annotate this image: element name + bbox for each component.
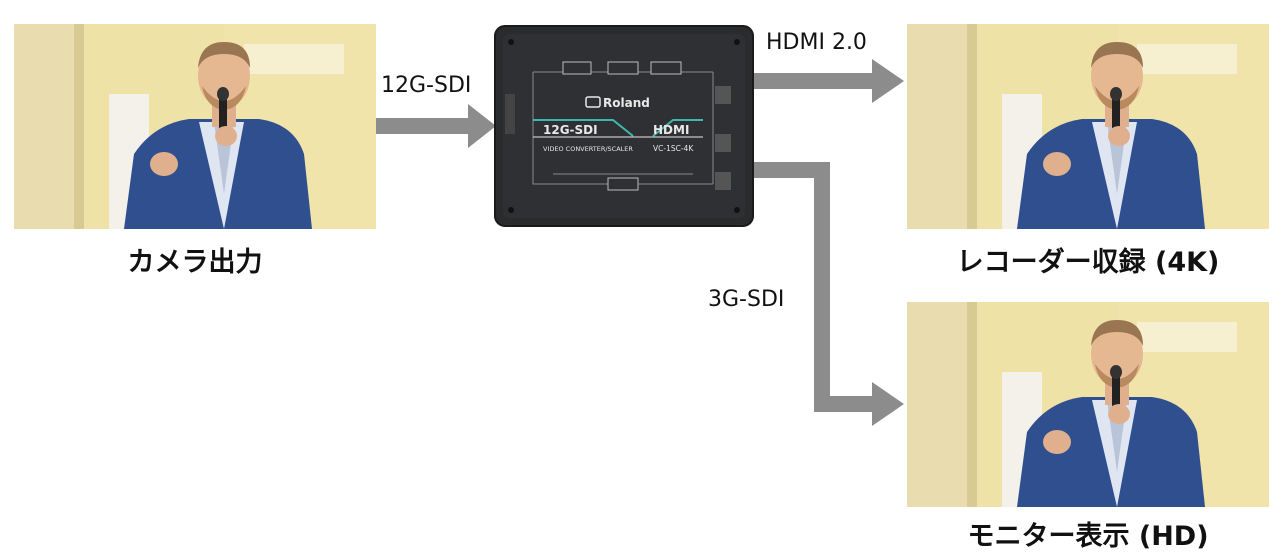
screw-icon <box>734 39 740 45</box>
screw-icon <box>734 207 740 213</box>
monitor-caption: モニター表示 (HD) <box>967 521 1209 552</box>
presenter-image <box>907 302 1269 507</box>
sdi-output-arrow <box>752 162 904 426</box>
camera-photo <box>14 24 376 229</box>
input-select-block <box>650 61 682 75</box>
audio-block <box>607 61 639 75</box>
presenter-image <box>907 24 1269 229</box>
hdmi-connection-label: HDMI 2.0 <box>766 30 867 55</box>
recorder-caption: レコーダー収録 (4K) <box>956 247 1220 278</box>
port-icon <box>715 172 731 190</box>
audio-embedder-block <box>607 177 639 191</box>
input-connection-label: 12G-SDI <box>381 73 472 98</box>
port-icon <box>715 134 731 152</box>
port-icon <box>715 86 731 104</box>
sdi-connection-label: 3G-SDI <box>708 287 785 312</box>
teal-accent-line <box>533 119 703 137</box>
camera-caption: カメラ出力 <box>127 247 263 278</box>
device-model: VC-1SC-4K <box>653 144 694 153</box>
input-arrow <box>376 104 496 148</box>
roland-logo-icon <box>585 96 601 108</box>
hdmi-output-arrow <box>752 59 904 103</box>
device-brand: Roland <box>603 96 650 110</box>
port-icon <box>505 94 515 134</box>
screw-icon <box>508 39 514 45</box>
screw-icon <box>508 207 514 213</box>
converter-device: Roland 12G-SDI HDMI VIDEO CONVERTER/SCAL… <box>494 25 754 227</box>
device-right-label: HDMI <box>653 123 689 137</box>
recorder-photo <box>907 24 1269 229</box>
device-subtitle: VIDEO CONVERTER/SCALER <box>543 145 633 153</box>
scaler-block <box>562 61 592 75</box>
presenter-image <box>14 24 376 229</box>
device-left-label: 12G-SDI <box>543 123 598 137</box>
monitor-photo <box>907 302 1269 507</box>
